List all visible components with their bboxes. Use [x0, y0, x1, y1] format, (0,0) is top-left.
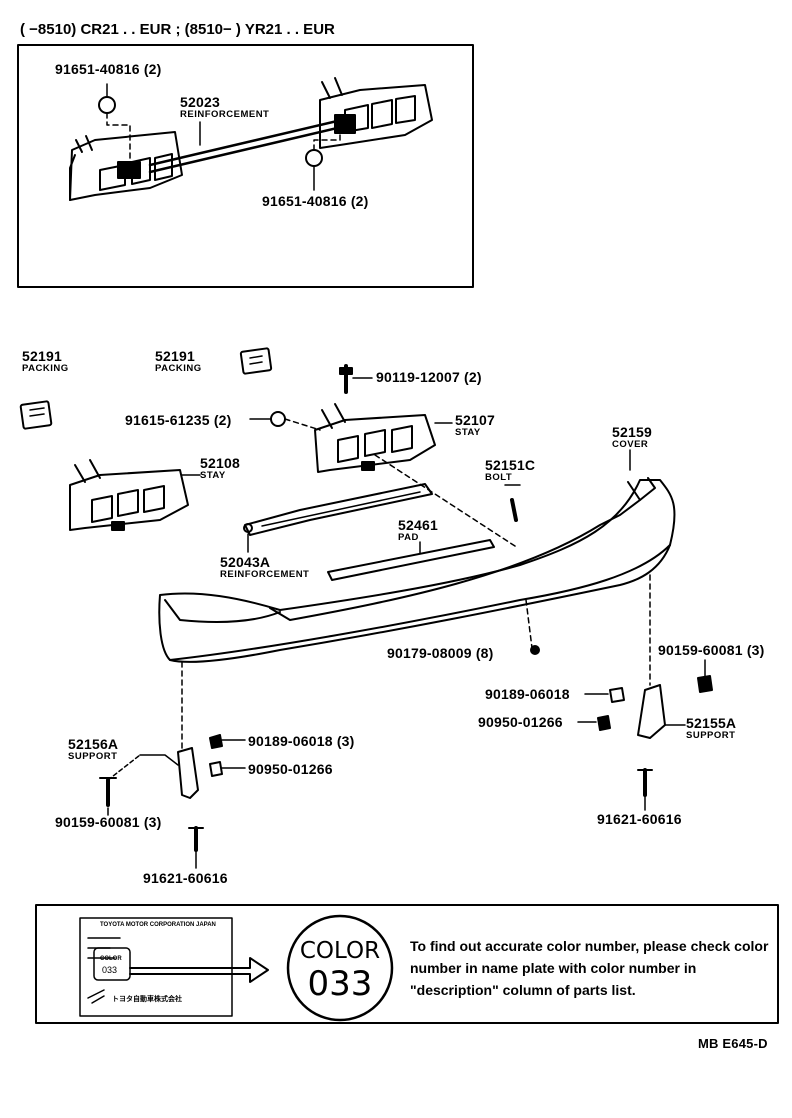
- part-label-14: 90950-01266: [478, 714, 563, 730]
- nameplate-title: TOYOTA MOTOR CORPORATION JAPAN: [100, 922, 216, 928]
- part-label-10-sub: REINFORCEMENT: [220, 569, 310, 580]
- part-label-10: 52043A: [220, 554, 271, 570]
- part-label-9: 52461: [398, 517, 438, 533]
- part-label-9-sub: PAD: [398, 532, 419, 543]
- inset-bracket-right: [319, 77, 433, 149]
- part-label-15: 52155A: [686, 715, 737, 731]
- color-circle: [286, 914, 394, 1022]
- part-label-5-sub: STAY: [455, 427, 481, 438]
- part-label-7-sub: STAY: [200, 470, 226, 481]
- color-info-box: [35, 904, 779, 1024]
- part-label-13: 90189-06018: [485, 686, 570, 702]
- part-label-2: 52191: [155, 348, 195, 364]
- inset-label-2: 52023: [180, 94, 220, 110]
- support-52156a: [177, 747, 199, 799]
- part-label-7: 52108: [200, 455, 240, 471]
- color-code: 033: [307, 964, 373, 1004]
- inset-reinforcement-bar: [148, 116, 352, 174]
- footer-code: MB E645-D: [698, 1036, 768, 1051]
- part-label-16: 52156A: [68, 736, 119, 752]
- color-note: To find out accurate color number, pleas…: [410, 938, 769, 998]
- inset-frame: [17, 44, 474, 288]
- support-52155a: [637, 684, 666, 739]
- reinforcement-52043a: [244, 483, 433, 536]
- part-label-17: 90189-06018 (3): [248, 733, 355, 749]
- nameplate-footer: トヨタ自動車株式会社: [112, 996, 182, 1003]
- part-label-6-sub: COVER: [612, 439, 649, 450]
- stay-52108: [69, 459, 189, 531]
- nameplate-color-code: 033: [102, 965, 118, 975]
- pad-52461: [327, 539, 495, 581]
- part-label-1: 52191: [22, 348, 62, 364]
- part-label-11: 90179-08009 (8): [387, 645, 494, 661]
- part-label-15-sub: SUPPORT: [686, 730, 736, 741]
- inset-bracket-left: [69, 131, 183, 201]
- part-label-8: 52151C: [485, 457, 536, 473]
- part-label-12: 90159-60081 (3): [658, 642, 765, 658]
- part-label-5: 52107: [455, 412, 495, 428]
- part-label-19: 90159-60081 (3): [55, 814, 162, 830]
- color-word: COLOR: [299, 938, 381, 964]
- packing-left: [19, 400, 53, 430]
- part-label-2-sub: PACKING: [155, 363, 202, 374]
- inset-label-2-sub: REINFORCEMENT: [180, 109, 270, 120]
- nameplate-color-label: COLOR: [100, 956, 122, 962]
- part-label-4: 91615-61235 (2): [125, 412, 232, 428]
- part-label-3: 90119-12007 (2): [376, 369, 482, 385]
- stay-52107: [314, 403, 436, 473]
- inset-label-1: 91651-40816 (2): [55, 61, 162, 77]
- part-label-18: 90950-01266: [248, 761, 333, 777]
- part-label-20: 91621-60616: [143, 870, 228, 886]
- bumper-cover-52159: [158, 477, 676, 663]
- inset-label-3: 91651-40816 (2): [262, 193, 369, 209]
- header-title: ( −8510) CR21 . . EUR ; (8510− ) YR21 . …: [20, 21, 335, 38]
- part-label-1-sub: PACKING: [22, 363, 69, 374]
- part-label-8-sub: BOLT: [485, 472, 513, 483]
- part-label-16-sub: SUPPORT: [68, 751, 118, 762]
- part-label-21: 91621-60616: [597, 811, 682, 827]
- packing-right: [239, 347, 273, 375]
- part-label-6: 52159: [612, 424, 652, 440]
